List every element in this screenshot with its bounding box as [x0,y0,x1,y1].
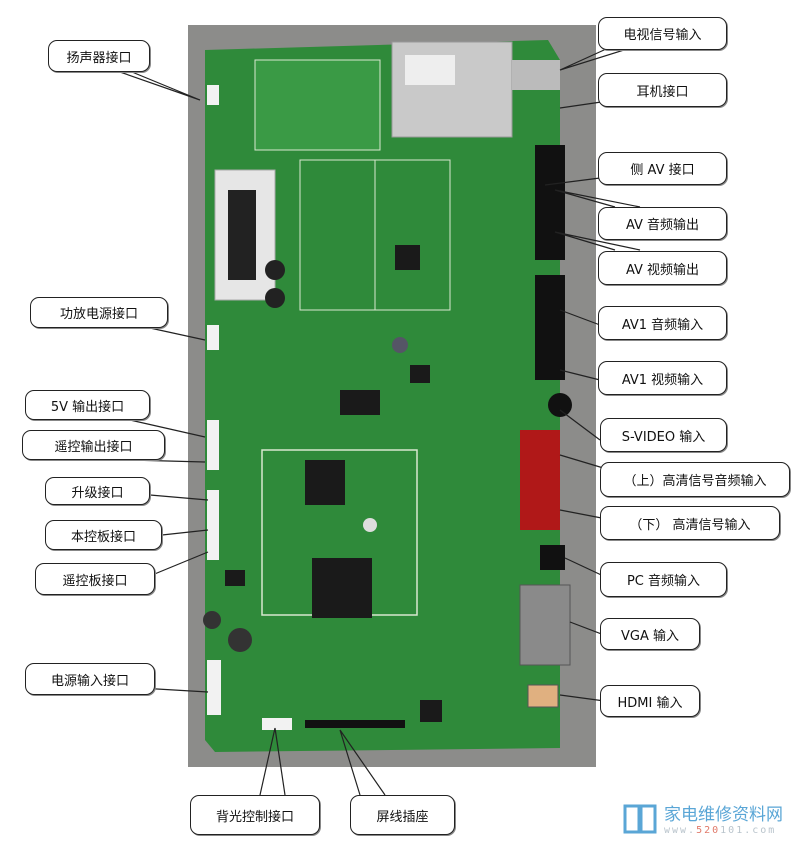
callout-pc-audio-in: PC 音频输入 [600,562,727,597]
callout-hdmi-in: HDMI 输入 [600,685,700,717]
ic [420,700,442,722]
watermark-title: 家电维修资料网 [664,805,783,825]
av-jack-block [535,145,565,260]
vga-connector [519,584,571,666]
speaker-connector [207,85,219,105]
main-soc-chip [312,558,372,618]
amp-power-connector [207,325,219,350]
capacitor [203,611,221,629]
callout-vga-in: VGA 输入 [600,618,700,650]
ic [395,245,420,270]
callout-av-audio-out: AV 音频输出 [598,207,727,240]
callout-power-in: 电源输入接口 [25,663,155,695]
callout-svideo-in: S-VIDEO 输入 [600,418,727,452]
capacitor [265,288,285,308]
book-logo-icon [623,804,657,834]
watermark-url: www.520101.com [664,825,777,836]
circuit-board [205,40,560,752]
lvds-connector [305,720,405,728]
av1-jack-block [535,275,565,380]
callout-5v-out: 5V 输出接口 [25,390,150,420]
amp-ic [228,190,256,280]
callout-keypad: 本控板接口 [45,520,162,550]
callout-remote-out: 遥控输出接口 [22,430,165,460]
callout-amp-power: 功放电源接口 [30,297,168,328]
capacitor [363,518,377,532]
callout-backlight: 背光控制接口 [190,795,320,835]
callout-hd-in: （下） 高清信号输入 [600,506,780,540]
callout-tv-in: 电视信号输入 [598,17,727,50]
tuner-label [405,55,455,85]
callout-remote-board: 遥控板接口 [35,563,155,595]
memory-chip [305,460,345,505]
callout-av1-audio-in: AV1 音频输入 [598,306,727,340]
component-jacks [520,430,560,530]
svideo-jack [548,393,572,417]
silk-area [254,59,381,151]
callout-side-av: 侧 AV 接口 [598,152,727,185]
callout-hd-audio-in: （上）高清信号音频输入 [600,462,790,497]
tuner-connector [512,60,560,90]
hdmi-connector [527,684,559,708]
power-in-connector [207,660,221,715]
capacitor [228,628,252,652]
ic [410,365,430,383]
ic [340,390,380,415]
upgrade-keypad-connectors [207,490,219,560]
callout-upgrade: 升级接口 [45,477,150,505]
callout-speaker: 扬声器接口 [48,40,150,72]
remote-out-connector [207,420,219,470]
capacitor [265,260,285,280]
capacitor [392,337,408,353]
watermark: 家电维修资料网 www.520101.com [622,800,783,836]
backlight-connector [262,718,292,730]
silk-outline [374,159,451,311]
pc-audio-jack [540,545,565,570]
ic [225,570,245,586]
callout-headphone: 耳机接口 [598,73,727,107]
callout-lvds: 屏线插座 [350,795,455,835]
callout-av-video-out: AV 视频输出 [598,251,727,285]
callout-av1-video-in: AV1 视频输入 [598,361,727,395]
